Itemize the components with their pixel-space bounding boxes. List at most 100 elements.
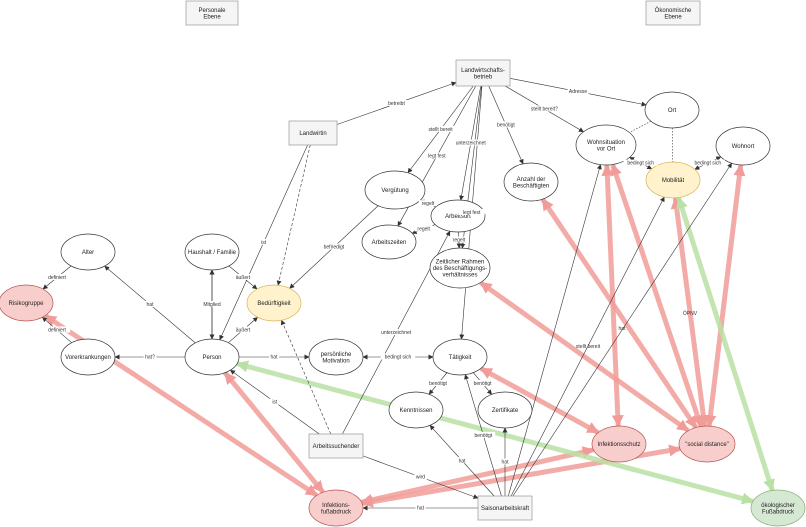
edge-label: benötigt (497, 123, 515, 129)
edge-label-bg (524, 105, 565, 112)
edge-label-bg (269, 398, 280, 405)
edge-label: regelt (417, 227, 430, 233)
node-label: Ort (668, 108, 677, 114)
node-shape (432, 338, 488, 376)
node-arbeitsort[interactable]: Arbeitsort (430, 199, 486, 233)
edge-label: hat (459, 458, 467, 464)
node-kenntnisse[interactable]: Kenntnissen (388, 391, 444, 429)
node-label: Vorerkrankungen (65, 355, 111, 361)
node-label: Saisonarbeitskraft (481, 506, 529, 512)
edge-label: betreibt (388, 101, 405, 107)
node-zertifikate[interactable]: Zertifikate (477, 391, 533, 429)
node-arbeitsuchender[interactable]: Arbeitssuchender (308, 433, 364, 459)
edge-label-bg (426, 380, 450, 386)
node-landwirtschaftsbetrieb[interactable]: Landwirtschafts-betrieb (455, 59, 511, 87)
edge-label-bg (233, 274, 253, 280)
edge-landwirtin-beduerftigkeit (276, 144, 311, 286)
node-label: Bedürftigkeit (257, 301, 291, 307)
node-label: Wohnsituation (587, 140, 625, 146)
edge-label-bg (414, 473, 427, 480)
edge-label: unterzeichnet (381, 330, 412, 336)
edge-label: äußert (236, 328, 251, 334)
node-label: Beschäftigten (513, 183, 549, 189)
edge-label: stellt bereit? (531, 107, 558, 113)
edge-label: Mitglied (203, 302, 220, 308)
node-taetigkeit[interactable]: Tätigkeit (432, 338, 488, 376)
node-label: Kenntnissen (399, 408, 432, 414)
edge-label-bg (380, 353, 416, 360)
node-label: Landwirtschafts- (461, 68, 505, 74)
edge-label-bg (423, 152, 450, 159)
node-shape (308, 433, 364, 459)
node-shape (246, 284, 302, 322)
node-shape (388, 391, 444, 429)
node-shape (288, 120, 338, 146)
node-label: Anzahl der (517, 177, 546, 183)
node-label: Landwirtin (299, 131, 326, 137)
edge-saisonarbeitskraft-wohnort (512, 162, 732, 497)
edge-label-bg (456, 457, 468, 464)
edge-label-bg (268, 353, 280, 360)
node-shape (430, 199, 486, 233)
node-shape (308, 489, 364, 527)
edge-label-bg (418, 200, 438, 207)
node-label: Person (202, 355, 221, 361)
edge-label: bedingt sich (694, 161, 721, 167)
node-shape (715, 126, 771, 166)
edge-label-bg (690, 159, 726, 166)
node-social_distance[interactable]: "social distance" (678, 425, 736, 463)
node-label: Zeitlicher Rahmen (436, 260, 485, 266)
node-label: Wohnort (732, 144, 755, 150)
edge-label-bg (233, 326, 253, 333)
node-label: Tätigkeit (449, 355, 472, 361)
edge-label: definiert (48, 328, 66, 334)
node-wohnort[interactable]: Wohnort (715, 126, 771, 166)
node-verguetung[interactable]: Vergütung (364, 170, 426, 210)
node-infektionsschutz[interactable]: Infektionsschutz (591, 425, 647, 463)
edge-label: ÖPNV (683, 310, 698, 317)
node-shape (429, 247, 491, 289)
node-beduerftigkeit[interactable]: Bedürftigkeit (246, 284, 302, 322)
node-saisonarbeitskraft[interactable]: Saisonarbeitskraft (477, 495, 533, 521)
node-mobilitaet[interactable]: Mobilität (645, 161, 701, 199)
edge-label-bg (377, 329, 415, 336)
node-alter[interactable]: Alter (60, 233, 116, 271)
node-shape (455, 59, 511, 87)
node-shape (60, 233, 116, 271)
node-shape (750, 489, 806, 527)
node-person[interactable]: Person (184, 338, 240, 376)
node-label: Alter (82, 250, 94, 256)
edge-label: benötigt (474, 433, 492, 439)
edge-ort-wohnsituation (629, 120, 652, 133)
node-ort[interactable]: Ort (644, 91, 700, 129)
node-arbeitszeiten[interactable]: Arbeitszeiten (361, 224, 417, 260)
edge-label: Adresse (569, 89, 588, 95)
edge-label-bg (384, 100, 409, 107)
node-shape (678, 425, 736, 463)
edge-label-bg (567, 88, 589, 95)
node-label: Risikogruppe (8, 301, 44, 307)
node-risikogruppe[interactable]: Risikogruppe (0, 284, 54, 322)
node-haushalt[interactable]: Haushalt / Familie (184, 233, 240, 271)
node-infektionsfussabdruck[interactable]: Infektions-fußabdruck (308, 489, 364, 527)
edge-label: ist (272, 400, 278, 406)
node-label: Ebene (203, 14, 221, 20)
node-vorerkrankungen[interactable]: Vorerkrankungen (60, 338, 116, 376)
node-label: Zertifikate (492, 408, 519, 414)
edge-label-bg (499, 458, 511, 465)
node-landwirtin[interactable]: Landwirtin (288, 120, 338, 146)
edge-label: hat (417, 506, 425, 512)
edge-label: wird (416, 475, 425, 481)
node-label: Arbeitssuchender (313, 444, 360, 450)
edge-label: stellt bereit (576, 344, 601, 350)
edge-saisonarbeitskraft-wohnsituation (508, 164, 602, 497)
